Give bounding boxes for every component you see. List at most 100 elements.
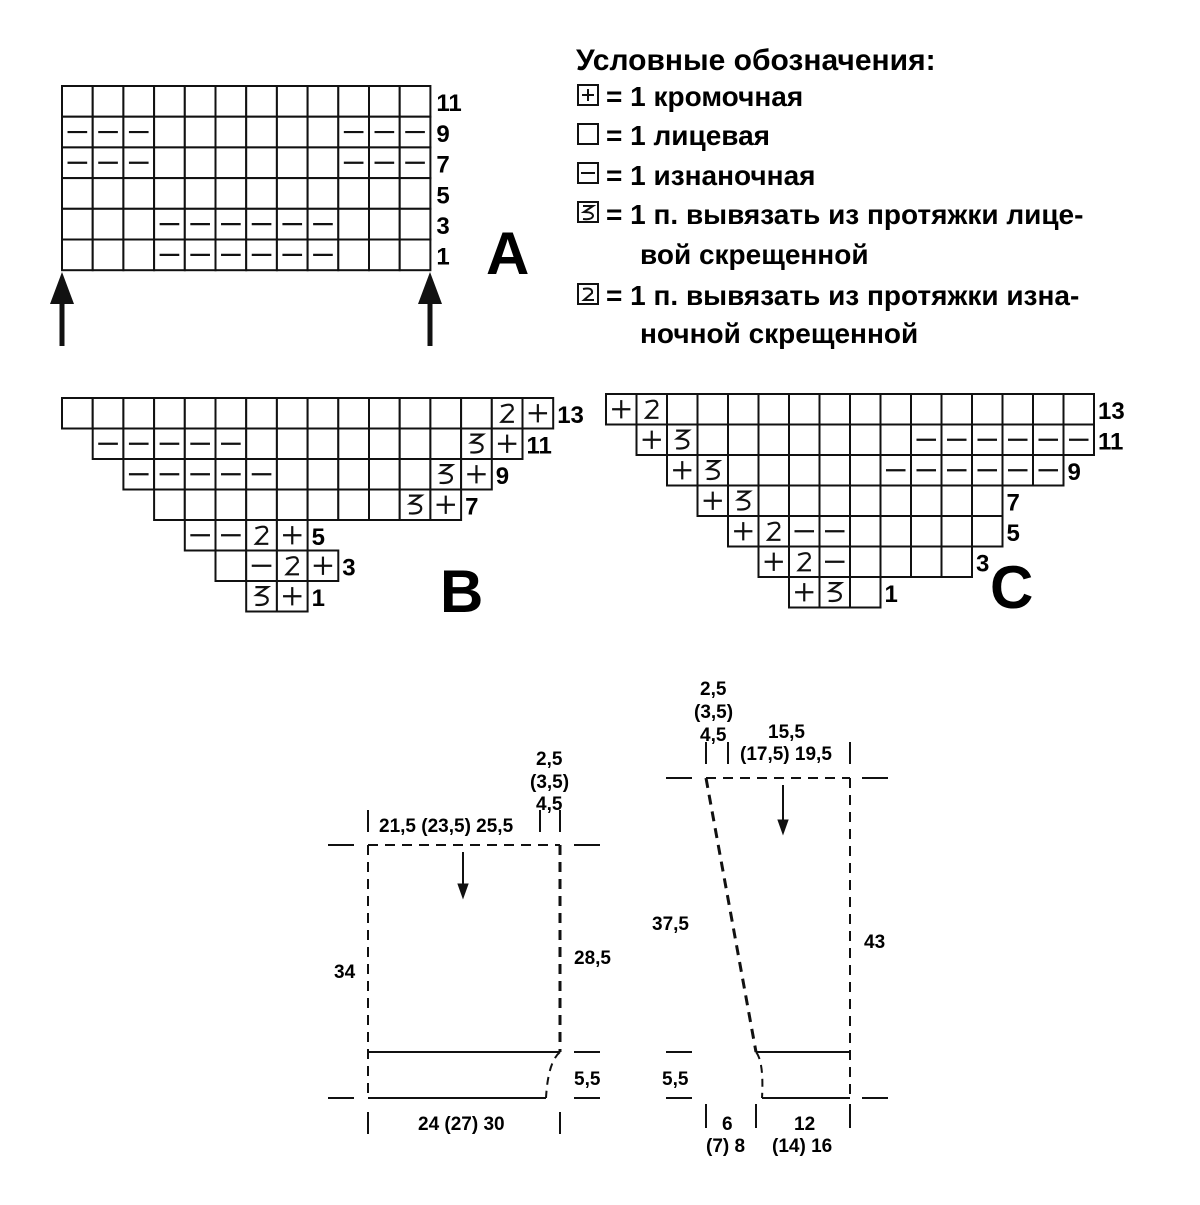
knit-stitch-cell (849, 576, 882, 609)
knit-stitch-cell (879, 515, 912, 548)
twist-purl-stitch-cell (490, 397, 524, 430)
chart-row-number: 1 (885, 581, 898, 608)
chart-row: 5 (727, 515, 1020, 548)
knit-stitch-cell (368, 177, 401, 210)
knit-stitch-cell (666, 393, 699, 426)
chart-row: 9 (61, 115, 450, 149)
knit-stitch-cell (757, 484, 790, 517)
knit-stitch-cell (153, 85, 186, 118)
knit-stitch-cell (183, 85, 217, 118)
knit-stitch-cell (1001, 393, 1034, 426)
chart-row: 7 (696, 484, 1020, 517)
chart-row: 11 (91, 427, 552, 460)
chart-a-arrows (50, 272, 442, 346)
front-height-right: 43 (864, 932, 885, 953)
purl-stitch-cell (910, 454, 943, 487)
knit-stitch-cell (214, 115, 248, 149)
back-height-left: 34 (334, 962, 356, 983)
back-shoulder-3: 4,5 (536, 794, 563, 815)
purl-stitch-cell (153, 207, 186, 241)
knit-stitch-cell (91, 238, 125, 272)
knit-stitch-cell (879, 423, 912, 456)
chart-row-number: 5 (436, 182, 449, 209)
knit-stitch-cell (879, 545, 912, 578)
knit-stitch-cell (306, 488, 340, 521)
knitting-direction-down-arrow-icon (777, 785, 789, 836)
edge-stitch-cell (605, 393, 638, 426)
knit-stitch-cell (275, 177, 309, 210)
knit-stitch-cell (122, 397, 156, 430)
chart-row: 7 (153, 488, 478, 521)
legend-knit-text: = 1 лицевая (606, 120, 770, 151)
knit-stitch-cell (696, 393, 729, 426)
knit-stitch-cell (910, 545, 943, 578)
knit-stitch-cell (849, 454, 882, 487)
purl-stitch-cell (818, 515, 851, 548)
knit-stitch-cell (153, 397, 186, 430)
chart-row: 1 (61, 238, 450, 272)
legend-edge-text: = 1 кромочная (606, 81, 803, 112)
knit-stitch-cell (337, 427, 370, 460)
knit-stitch-cell (153, 488, 186, 521)
purl-stitch-cell (398, 146, 432, 180)
back-rib-height: 5,5 (574, 1069, 601, 1090)
knit-stitch-cell (971, 393, 1004, 426)
purl-stitch-cell (61, 115, 94, 149)
chart-row-number: 3 (976, 551, 989, 578)
knitting-direction-arrow-right-icon (418, 272, 442, 346)
edge-stitch-cell (429, 488, 463, 521)
purl-stitch-cell (61, 146, 94, 180)
chart-row: 1 (788, 576, 898, 609)
knit-stitch-cell (306, 115, 340, 149)
knit-stitch-cell (849, 423, 882, 456)
knit-stitch-cell (245, 488, 278, 521)
knit-stitch-cell (91, 85, 125, 118)
purl-stitch-cell (153, 238, 186, 272)
twist-knit-stitch-cell (666, 423, 699, 456)
edge-stitch-cell (275, 580, 309, 613)
chart-row: 11 (61, 85, 462, 118)
chart-row-number: 7 (1007, 490, 1020, 517)
knit-stitch-cell (245, 85, 278, 118)
knit-stitch-cell (818, 484, 851, 517)
knit-stitch-cell (879, 393, 912, 426)
legend-twist-knit-text-2: вой скрещенной (640, 239, 869, 270)
chart-row: 3 (61, 207, 450, 241)
knit-stitch-cell (696, 423, 729, 456)
knit-stitch-cell (183, 488, 217, 521)
purl-stitch-cell (306, 238, 340, 272)
knit-stitch-cell (337, 488, 370, 521)
purl-stitch-cell (818, 545, 851, 578)
knit-stitch-cell (337, 207, 370, 241)
knit-stitch-cell (788, 423, 821, 456)
purl-stitch-cell (1001, 454, 1034, 487)
knit-stitch-cell (368, 488, 401, 521)
back-shoulder-2: (3,5) (530, 772, 569, 793)
front-bottom-left-1: 6 (722, 1114, 733, 1135)
purl-stitch-cell (91, 115, 125, 149)
twist-purl-stitch-cell (788, 545, 821, 578)
knit-stitch-cell (91, 207, 125, 241)
knit-stitch-cell (122, 207, 156, 241)
purl-stitch-cell (368, 146, 401, 180)
legend-item-twist-purl: = 1 п. вывязать из протяжки изна- ночной… (577, 280, 1079, 349)
twist-purl-stitch-cell (275, 549, 309, 582)
chart-row-number: 13 (1098, 398, 1125, 425)
purl-stitch-cell (183, 458, 217, 491)
purl-stitch-cell (971, 423, 1004, 456)
knit-stitch-cell (306, 146, 340, 180)
knit-stitch-cell (183, 397, 217, 430)
knit-stitch-cell (727, 423, 760, 456)
twist-knit-stitch-cell (727, 484, 760, 517)
knit-stitch-cell (398, 397, 432, 430)
chart-row-number: 1 (312, 585, 325, 612)
knit-stitch-cell (214, 85, 248, 118)
knit-stitch-cell (306, 177, 340, 210)
chart-row-number: 5 (312, 524, 325, 551)
purl-stitch-cell (940, 454, 973, 487)
knit-stitch-cell (1062, 393, 1095, 426)
chart-row-number: 9 (496, 463, 509, 490)
chart-row-number: 9 (436, 121, 449, 148)
purl-stitch-cell (214, 207, 248, 241)
